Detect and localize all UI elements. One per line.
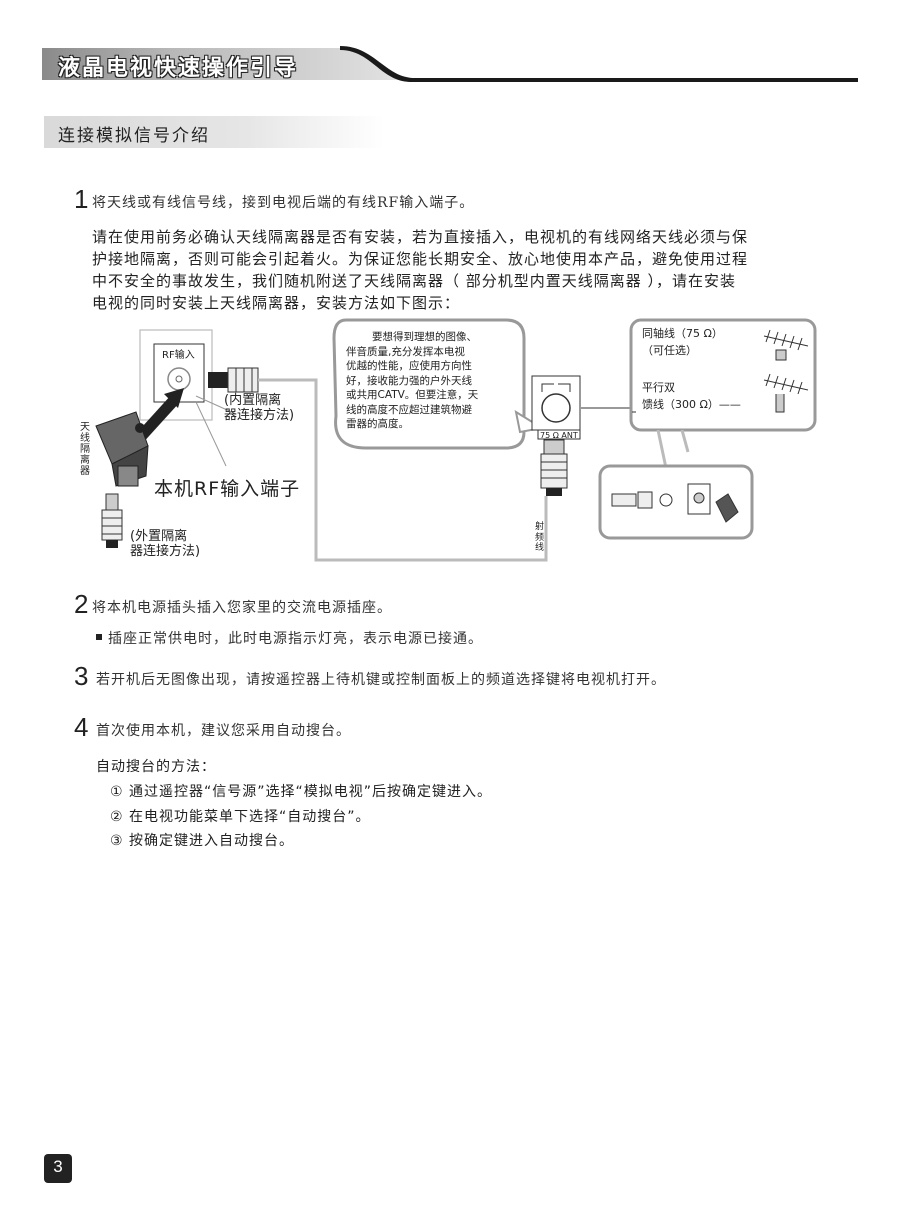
vertical-char: 线 <box>80 433 90 444</box>
step-text: 将天线或有线信号线，接到电视后端的有线RF输入端子。 <box>92 195 475 211</box>
page-number: 3 <box>53 1157 63 1176</box>
section-title: 连接模拟信号介绍 <box>58 126 210 146</box>
antenna-icon <box>763 329 809 361</box>
external-isolator-line: (外置隔离 <box>130 529 188 544</box>
parallel-line: 平行双 <box>642 381 675 394</box>
rf-terminal-label: 本机RF输入端子 <box>154 478 301 500</box>
vertical-char: 线 <box>535 543 545 553</box>
note-line: 电视的同时安装上天线隔离器，安装方法如下图示： <box>92 294 461 312</box>
section-bar <box>44 116 384 148</box>
vertical-char: 器 <box>80 466 90 477</box>
antenna-isolator-icon <box>95 411 149 487</box>
note-line: 请在使用前务必确认天线隔离器是否有安装，若为直接插入，电视机的有线网络天线必须与… <box>92 228 749 246</box>
info-bubble-text: 要想得到理想的图像、 伴音质量,充分发挥本电视 优越的性能，应使用方向性 好，接… <box>346 330 512 432</box>
external-isolator-plug-icon <box>101 493 123 548</box>
info-bubble <box>332 318 526 450</box>
auto-scan-item: ③ 按确定键进入自动搜台。 <box>110 833 295 849</box>
vertical-char: 射 <box>535 522 545 532</box>
arrow-icon <box>132 394 180 446</box>
auto-scan-item: ② 在电视功能菜单下选择“自动搜台”。 <box>110 808 371 825</box>
external-isolator-line: 器连接方法) <box>130 544 201 559</box>
coax-line: 同轴线（75 Ω） <box>642 327 723 340</box>
note-line: 护接地隔离，否则可能会引起着火。为保证您能长期安全、放心地使用本产品，避免使用过… <box>92 250 749 268</box>
step2-bullet-text: 插座正常供电时，此时电源指示灯亮，表示电源已接通。 <box>108 631 483 647</box>
vertical-char: 天 <box>80 422 90 433</box>
bubble-line: 优越的性能，应使用方向性 <box>346 360 472 372</box>
parallel-feeder-label: 平行双 馈线（300 Ω）—— <box>642 379 741 413</box>
adapter-plug-icon <box>611 483 739 523</box>
bullet-icon <box>96 634 102 640</box>
step-number: 1 <box>74 184 89 214</box>
step-number: 2 <box>74 589 89 619</box>
header-banner <box>40 46 858 86</box>
bubble-line: 伴音质量,充分发挥本电视 <box>346 345 465 358</box>
bubble-line: 线的高度不应超过建筑物避 <box>346 403 472 416</box>
parallel-line: 馈线（300 Ω）—— <box>642 398 741 411</box>
auto-scan-list: ① 通过遥控器“信号源”选择“模拟电视”后按确定键进入。 ② 在电视功能菜单下选… <box>110 780 492 854</box>
vertical-char: 频 <box>535 532 545 543</box>
connection-diagram <box>95 318 817 562</box>
rf-input-label: RF输入 <box>162 350 195 361</box>
plug-box <box>598 464 754 540</box>
coax-label: 同轴线（75 Ω） （可任选） <box>642 325 723 359</box>
internal-isolator-line: (内置隔离 <box>224 393 282 408</box>
bubble-line: 雷器的高度。 <box>346 418 409 430</box>
bubble-line: 好，接收能力强的户外天线 <box>346 374 472 387</box>
antenna-box <box>629 318 817 432</box>
page-number-badge <box>44 1154 72 1183</box>
ant-label: 75 Ω ANT <box>540 431 578 440</box>
bubble-line: 要想得到理想的图像、 <box>372 331 477 343</box>
step-text: 若开机后无图像出现，请按遥控器上待机键或控制面板上的频道选择键将电视机打开。 <box>96 672 666 688</box>
internal-isolator-label: (内置隔离 器连接方法) <box>224 393 294 423</box>
ant-jack-icon <box>531 375 581 440</box>
external-isolator-label: (外置隔离 器连接方法) <box>130 529 200 559</box>
internal-isolator-plug-icon <box>208 367 259 393</box>
antenna-icon <box>763 373 809 413</box>
internal-isolator-line: 器连接方法) <box>224 408 295 423</box>
note-line: 中不安全的事故发生，我们随机附送了天线隔离器（ 部分机型内置天线隔离器 ），请在… <box>92 272 737 290</box>
rf-cable-label: 射 频 线 <box>535 522 545 554</box>
vertical-char: 隔 <box>80 444 90 455</box>
step-number: 4 <box>74 712 89 742</box>
page-title: 液晶电视快速操作引导 <box>58 55 299 81</box>
auto-scan-heading: 自动搜台的方法： <box>96 759 216 775</box>
step-text: 首次使用本机，建议您采用自动搜台。 <box>96 723 351 739</box>
step-number: 3 <box>74 661 89 691</box>
step1-note: 请在使用前务必确认天线隔离器是否有安装，若为直接插入，电视机的有线网络天线必须与… <box>92 226 832 314</box>
rf-cable-plug-icon <box>540 439 568 496</box>
auto-scan-item: ① 通过遥控器“信号源”选择“模拟电视”后按确定键进入。 <box>110 784 493 800</box>
coax-line: （可任选） <box>642 344 697 357</box>
step-text: 将本机电源插头插入您家里的交流电源插座。 <box>92 600 392 616</box>
bubble-line: 或共用CATV。但要注意，天 <box>346 389 479 401</box>
vertical-char: 离 <box>80 455 90 466</box>
antenna-isolator-label: 天 线 隔 离 器 <box>80 422 92 477</box>
